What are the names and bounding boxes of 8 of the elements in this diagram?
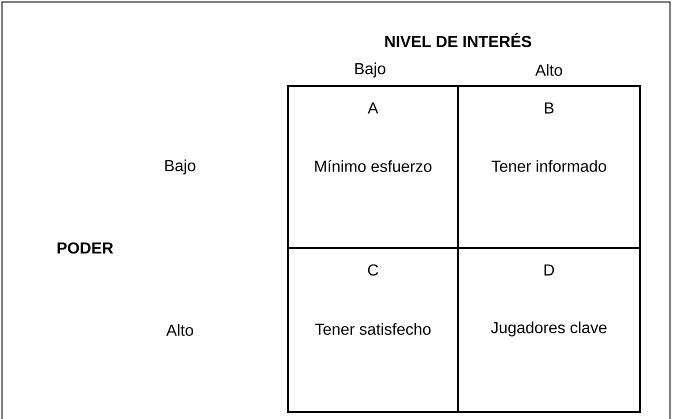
matrix-cell: A Mínimo esfuerzo: [287, 85, 459, 249]
matrix-cell: D Jugadores clave: [457, 247, 641, 413]
row-header: Bajo: [165, 160, 196, 174]
row-header: Alto: [166, 324, 194, 336]
axis-title: PODER: [58, 242, 114, 254]
matrix-cell: B Tener informado: [457, 85, 641, 249]
axis-title: NIVEL DE INTERÉS: [385, 32, 532, 48]
matrix-cell: C Tener satisfecho: [287, 247, 459, 413]
